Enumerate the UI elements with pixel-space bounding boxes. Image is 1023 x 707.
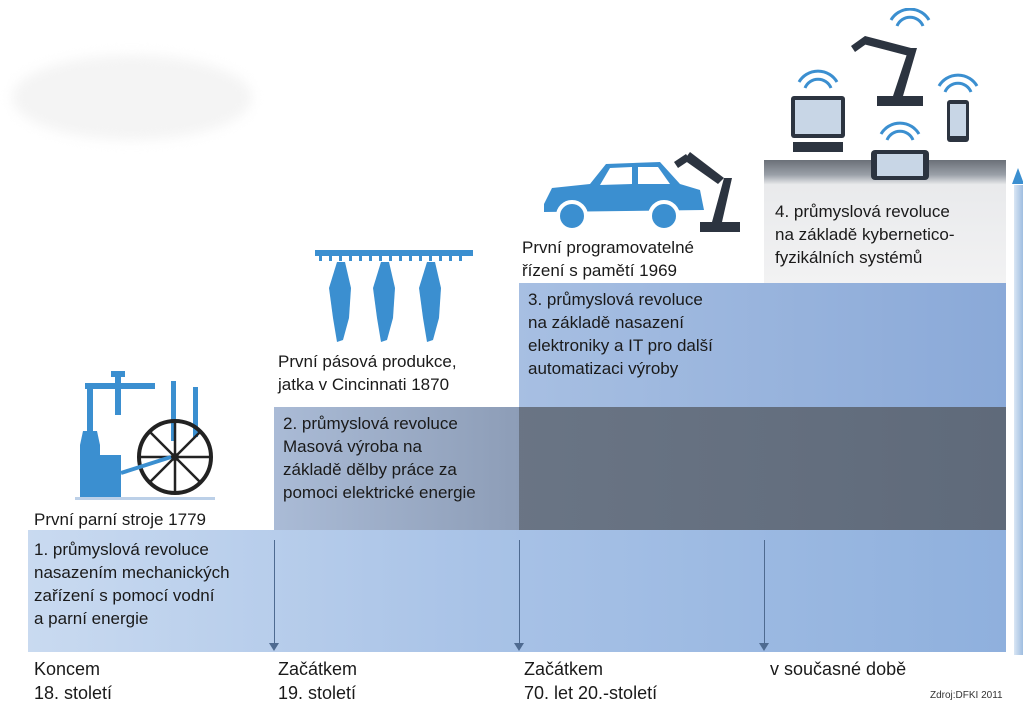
- band-revolution-1: [28, 530, 1006, 652]
- revolution-1-line: zařízení s pomocí vodní: [34, 586, 215, 605]
- revolution-1-line: nasazením mechanických: [34, 563, 230, 582]
- milestone-3: První programovatelné řízení s pamětí 19…: [522, 236, 694, 282]
- right-progress-bar: [1014, 185, 1023, 655]
- milestone-3-line: První programovatelné: [522, 238, 694, 257]
- steam-engine-icon: [75, 371, 215, 500]
- divider-arrow-2-icon: [514, 643, 524, 651]
- source-text: Zdroj:DFKI 2011: [930, 690, 1003, 701]
- revolution-2-line: Masová výroba na: [283, 437, 422, 456]
- milestone-2-line: První pásová produkce,: [278, 352, 457, 371]
- period-2-line: Začátkem: [278, 659, 358, 679]
- revolution-2-line: základě dělby práce za: [283, 460, 457, 479]
- milestone-1-text: První parní stroje 1779: [34, 510, 206, 529]
- period-1-line: Koncem: [34, 659, 101, 679]
- period-4-line: v současné době: [770, 659, 907, 679]
- period-3: Začátkem 70. let 20.-století: [524, 657, 657, 705]
- divider-arrow-3-icon: [759, 643, 769, 651]
- revolution-3-line: automatizaci výroby: [528, 359, 679, 378]
- revolution-3-text: 3. průmyslová revoluce na základě nasaze…: [528, 288, 713, 380]
- band-revolution-2-left: [274, 407, 519, 530]
- period-1-line: 18. století: [34, 683, 113, 703]
- divider-line-2: [519, 540, 520, 644]
- band-revolution-3: [519, 283, 1006, 407]
- divider-line-3: [764, 540, 765, 644]
- period-3-line: Začátkem: [524, 659, 604, 679]
- revolution-3-line: 3. průmyslová revoluce: [528, 290, 703, 309]
- milestone-3-line: řízení s pamětí 1969: [522, 261, 677, 280]
- car-robot-icon: [544, 152, 740, 232]
- revolution-2-line: 2. průmyslová revoluce: [283, 414, 458, 433]
- assembly-line-icon: [315, 250, 473, 342]
- period-2: Začátkem 19. století: [278, 657, 357, 705]
- revolution-1-line: a parní energie: [34, 609, 149, 628]
- band-revolution-4: [764, 160, 1006, 283]
- milestone-1: První parní stroje 1779: [34, 508, 206, 531]
- right-arrow-head-icon: [1012, 168, 1023, 184]
- revolution-2-text: 2. průmyslová revoluce Masová výroba na …: [283, 412, 476, 504]
- revolution-3-line: na základě nasazení: [528, 313, 684, 332]
- revolution-4-text: 4. průmyslová revoluce na základě kybern…: [775, 200, 955, 269]
- source-credit: Zdroj:DFKI 2011: [930, 690, 1003, 701]
- revolution-4-line: na základě kybernetico-: [775, 225, 955, 244]
- revolution-1-text: 1. průmyslová revoluce nasazením mechani…: [34, 538, 230, 630]
- divider-line-1: [274, 540, 275, 644]
- revolution-3-line: elektroniky a IT pro další: [528, 336, 713, 355]
- period-2-line: 19. století: [278, 683, 357, 703]
- period-3-line: 70. let 20.-století: [524, 683, 658, 703]
- revolution-1-line: 1. průmyslová revoluce: [34, 540, 209, 559]
- milestone-2: První pásová produkce, jatka v Cincinnat…: [278, 350, 457, 396]
- revolution-4-line: fyzikálních systémů: [775, 248, 923, 267]
- milestone-2-line: jatka v Cincinnati 1870: [278, 375, 450, 394]
- background-smudge: [12, 55, 252, 140]
- revolution-2-line: pomoci elektrické energie: [283, 483, 476, 502]
- divider-arrow-1-icon: [269, 643, 279, 651]
- period-1: Koncem 18. století: [34, 657, 112, 705]
- connected-devices-icon: [791, 8, 979, 180]
- revolution-4-line: 4. průmyslová revoluce: [775, 202, 950, 221]
- period-4: v současné době: [770, 657, 906, 681]
